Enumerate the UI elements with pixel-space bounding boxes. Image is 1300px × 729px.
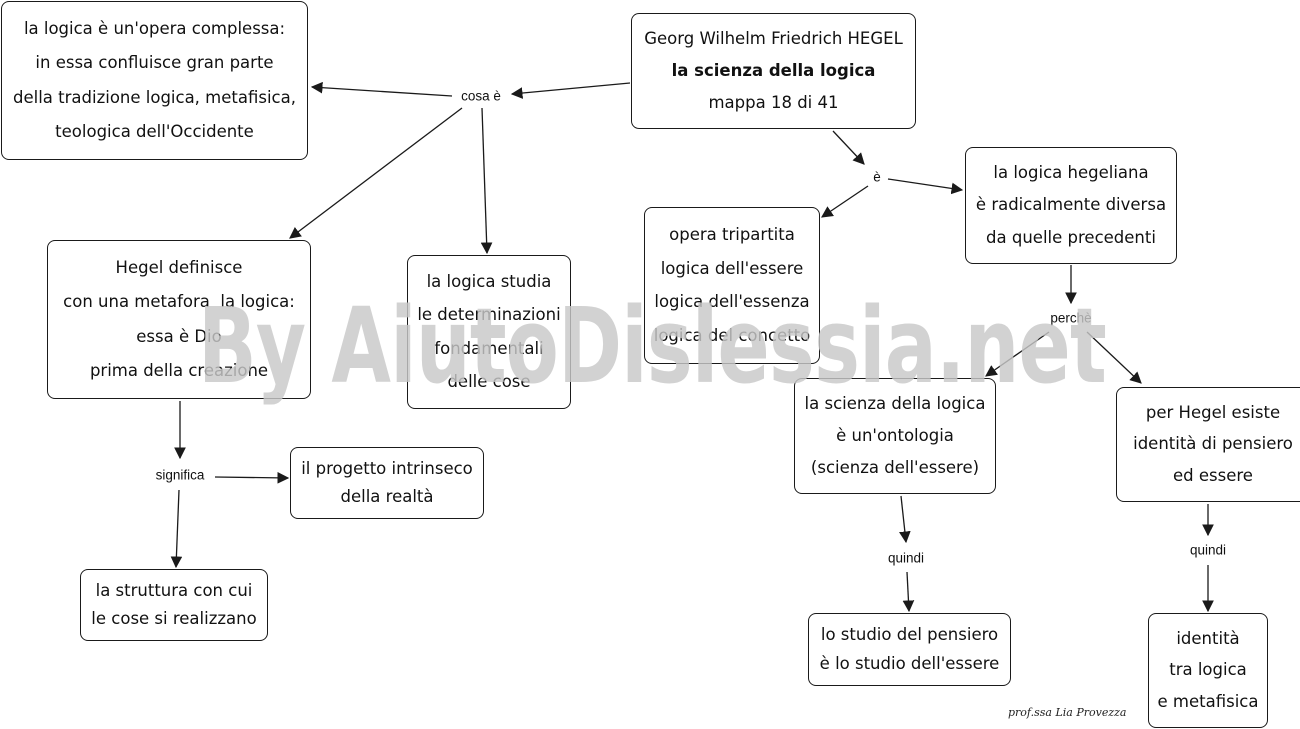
node-line: le cose si realizzano [91, 608, 257, 628]
arrow-perche-to-ontologia [985, 331, 1050, 377]
node-line: identità di pensiero [1133, 434, 1293, 454]
node-logica-studia: la logica studia le determinazioni fondame… [407, 255, 571, 409]
label-quindi-right: quindi [1185, 542, 1231, 558]
node-line: logica dell'essenza [654, 292, 810, 312]
arrow-significa-to-struttura [170, 489, 183, 569]
node-line: mappa 18 di 41 [708, 92, 839, 112]
label-quindi-left: quindi [883, 550, 929, 566]
node-logica-hegeliana: la logica hegeliana è radicalmente divers… [965, 147, 1177, 264]
node-opera-complessa: la logica è un'opera complessa: in essa c… [1, 1, 308, 160]
author-credit: prof.ssa Lia Provezza [1008, 706, 1127, 719]
node-line: delle cose [447, 371, 531, 391]
node-line: (scienza dell'essere) [810, 457, 980, 477]
arrow-cosa-e-to-studia [480, 107, 493, 255]
node-line: Georg Wilhelm Friedrich HEGEL [644, 28, 903, 48]
node-line: la scienza della logica [671, 60, 876, 80]
arrow-cosa-e-to-definisce [289, 107, 463, 239]
node-identita-logica: identità tra logica e metafisica [1148, 613, 1268, 728]
node-identita-pensiero: per Hegel esiste identità di pensiero ed e… [1116, 387, 1300, 502]
node-progetto-intrinseco: il progetto intrinseco della realtà [290, 447, 484, 519]
node-line: Hegel definisce [115, 258, 243, 278]
node-line: la logica hegeliana [993, 163, 1149, 183]
node-line: identità [1176, 628, 1240, 648]
label-cosa-e: cosa è [457, 88, 505, 104]
node-opera-tripartita: opera tripartita logica dell'essere logica… [644, 207, 820, 364]
node-line: prima della creazione [89, 360, 269, 380]
node-line: è un'ontologia [836, 425, 954, 445]
node-line: le determinazioni [417, 305, 561, 325]
node-hegel-title: Georg Wilhelm Friedrich HEGEL la scienza … [631, 13, 916, 129]
arrow-perche-to-identita-pensiero [1086, 331, 1142, 384]
node-line: teologica dell'Occidente [55, 121, 254, 141]
node-hegel-definisce: Hegel definisce con una metafora la logic… [47, 240, 311, 399]
node-line: la struttura con cui [95, 580, 253, 600]
node-line: della realtà [340, 486, 434, 506]
arrow-significa-to-progetto [214, 472, 290, 484]
node-struttura: la struttura con cui le cose si realizzan… [80, 569, 268, 641]
arrow-e-to-hegeliana [887, 178, 964, 195]
arrow-cosa-e-to-opera-complessa [310, 81, 453, 97]
node-line: logica dell'essere [660, 258, 804, 278]
arrow-ontologia-to-quindi [899, 495, 911, 544]
arrow-quindi-to-studio-pensiero [902, 571, 915, 613]
node-line: è radicalmente diversa [975, 195, 1167, 215]
node-line: la scienza della logica [804, 393, 986, 413]
node-studio-pensiero: lo studio del pensiero è lo studio dell'e… [808, 613, 1011, 686]
node-line: opera tripartita [669, 224, 795, 244]
node-line: e metafisica [1157, 692, 1259, 712]
arrow-hegel-to-e [832, 130, 865, 165]
node-line: la logica studia [426, 272, 552, 292]
label-perche: perchè [1046, 310, 1096, 326]
node-line: fondamentali [434, 338, 544, 358]
node-line: essa è Dio [136, 326, 222, 346]
node-line: è lo studio dell'essere [819, 653, 1000, 673]
arrow-hegel-to-cosa-e [510, 82, 631, 99]
node-line: della tradizione logica, metafisica, [13, 87, 296, 107]
label-significa: significa [151, 467, 209, 483]
node-line: lo studio del pensiero [820, 625, 999, 645]
arrow-e-to-tripartita [821, 185, 869, 218]
node-line: con una metafora la logica: [63, 292, 295, 312]
node-line: ed essere [1173, 466, 1253, 486]
node-line: in essa confluisce gran parte [35, 53, 274, 73]
node-line: logica del concetto [653, 326, 811, 346]
node-line: la logica è un'opera complessa: [23, 19, 286, 39]
node-line: da quelle precedenti [986, 227, 1156, 247]
label-e: è [869, 169, 885, 185]
node-line: per Hegel esiste [1145, 402, 1281, 422]
node-line: il progetto intrinseco [301, 458, 473, 478]
node-ontologia: la scienza della logica è un'ontologia (sc… [794, 378, 996, 494]
node-line: tra logica [1169, 660, 1247, 680]
